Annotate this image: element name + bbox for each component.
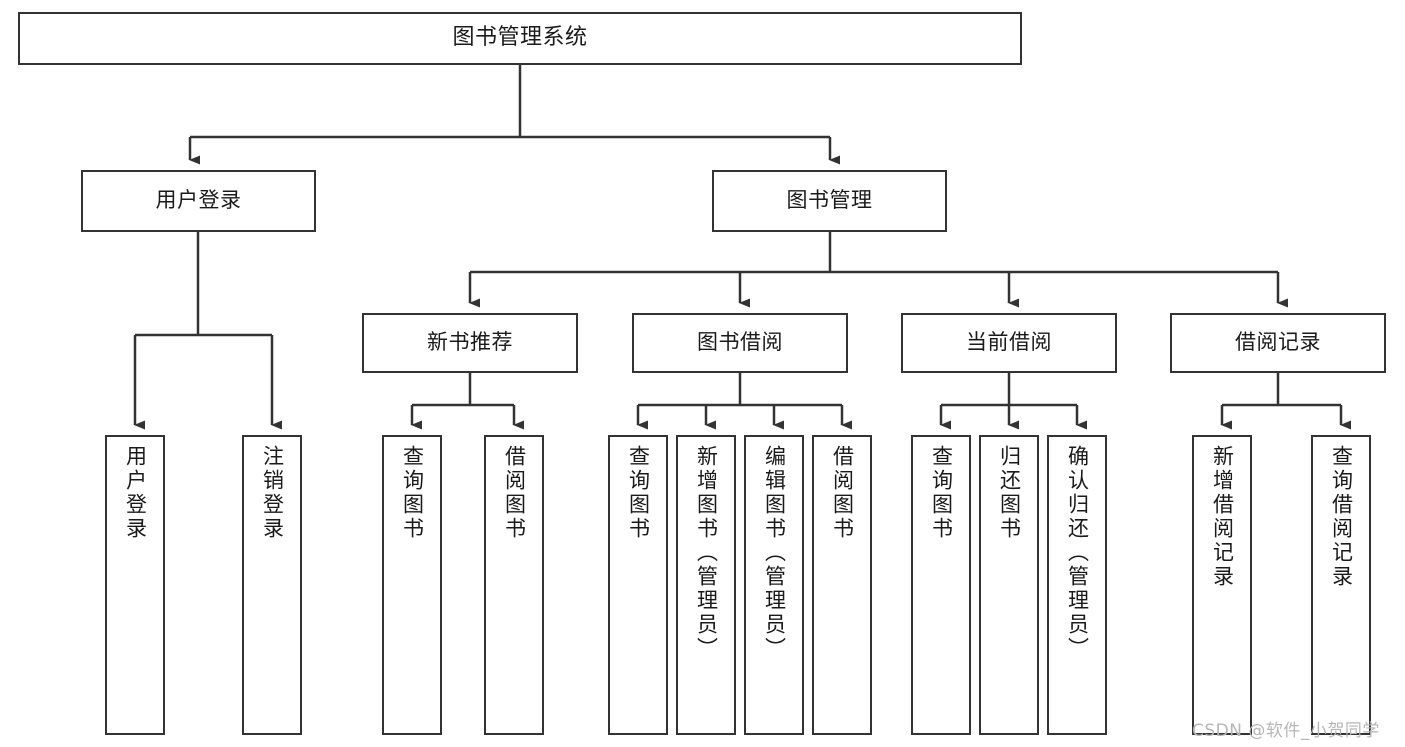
node-label: 新增图书（管理员）	[694, 445, 719, 661]
leaf-user-login-login[interactable]: 用户登录	[105, 435, 165, 735]
leaf-borrow-record-add-record[interactable]: 新增借阅记录	[1192, 435, 1252, 735]
node-label: 新增借阅记录	[1210, 445, 1235, 589]
node-label: 编辑图书（管理员）	[762, 445, 787, 661]
node-label: 注销登录	[260, 445, 285, 541]
node-book-management[interactable]: 图书管理	[712, 170, 947, 232]
leaf-user-login-logout[interactable]: 注销登录	[242, 435, 302, 735]
node-label: 确认归还（管理员）	[1065, 445, 1090, 661]
node-label: 查询图书	[400, 445, 425, 541]
node-book-borrow[interactable]: 图书借阅	[632, 313, 848, 373]
leaf-book-borrow-query-book[interactable]: 查询图书	[608, 435, 668, 735]
node-new-book-recommend[interactable]: 新书推荐	[362, 313, 578, 373]
node-label: 借阅图书	[502, 445, 527, 541]
node-user-login[interactable]: 用户登录	[81, 170, 316, 232]
node-label: 图书管理	[786, 188, 873, 213]
leaf-book-borrow-add-book-admin[interactable]: 新增图书（管理员）	[676, 435, 736, 735]
leaf-borrow-record-query-record[interactable]: 查询借阅记录	[1311, 435, 1371, 735]
node-label: 查询图书	[626, 445, 651, 541]
leaf-current-borrow-query-book[interactable]: 查询图书	[911, 435, 971, 735]
leaf-book-borrow-borrow-book[interactable]: 借阅图书	[812, 435, 872, 735]
node-current-borrow[interactable]: 当前借阅	[901, 313, 1117, 373]
node-label: 归还图书	[997, 445, 1022, 541]
leaf-new-book-borrow-book[interactable]: 借阅图书	[484, 435, 544, 735]
node-label: 借阅图书	[830, 445, 855, 541]
node-label: 用户登录	[155, 188, 242, 213]
node-root-book-management-system[interactable]: 图书管理系统	[18, 12, 1022, 65]
node-label: 借阅记录	[1235, 330, 1321, 355]
node-label: 查询借阅记录	[1329, 445, 1354, 589]
node-label: 用户登录	[123, 445, 148, 541]
leaf-current-borrow-confirm-return-admin[interactable]: 确认归还（管理员）	[1047, 435, 1107, 735]
leaf-new-book-query-book[interactable]: 查询图书	[382, 435, 442, 735]
node-label: 当前借阅	[966, 330, 1052, 355]
leaf-book-borrow-edit-book-admin[interactable]: 编辑图书（管理员）	[744, 435, 804, 735]
node-borrow-record[interactable]: 借阅记录	[1170, 313, 1386, 373]
node-label: 图书管理系统	[452, 25, 588, 51]
leaf-current-borrow-return-book[interactable]: 归还图书	[979, 435, 1039, 735]
node-label: 图书借阅	[697, 330, 783, 355]
node-label: 新书推荐	[427, 330, 513, 355]
csdn-watermark: CSDN @软件_小贺同学	[1192, 721, 1380, 741]
node-label: 查询图书	[929, 445, 954, 541]
